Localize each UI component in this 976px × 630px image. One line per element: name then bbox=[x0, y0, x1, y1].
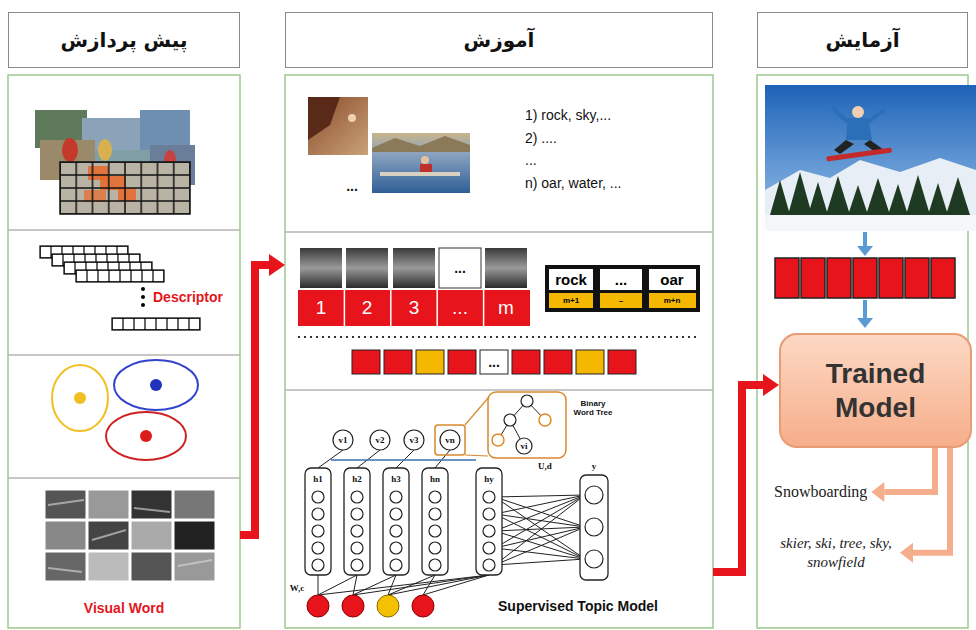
header-text: آزمایش bbox=[825, 28, 899, 52]
network-label: h1 bbox=[313, 474, 323, 484]
cell-text: ... bbox=[488, 354, 500, 370]
cell-text: ... bbox=[615, 271, 628, 288]
flow-arrow bbox=[871, 448, 935, 502]
header-text: پیش پردازش bbox=[60, 28, 187, 52]
training-images-panel: ... 1) rock, sky,... 2) ....... n) oar, wat… bbox=[285, 75, 713, 232]
network-label: Supervised Topic Model bbox=[498, 598, 658, 614]
cell-text: – bbox=[619, 296, 623, 305]
annotation-text: ... bbox=[346, 178, 358, 194]
visual-word-panel: Visual Word bbox=[8, 478, 240, 628]
connector-line bbox=[884, 448, 935, 492]
class-text: Snowboarding bbox=[774, 483, 867, 500]
annotation-text: 2) .... bbox=[525, 130, 557, 146]
column-header: آزمایش bbox=[757, 12, 968, 68]
arrow-head bbox=[269, 254, 285, 276]
connector-line bbox=[240, 265, 269, 535]
model-text: Trained Model bbox=[806, 357, 946, 424]
network-label: hy bbox=[484, 474, 494, 484]
connector-line bbox=[913, 448, 950, 553]
output-label: skier, ski, tree, sky, snowfield bbox=[772, 532, 900, 574]
network-label: Binary Word Tree bbox=[570, 399, 616, 417]
descriptor-panel: Descriptor bbox=[8, 230, 240, 355]
arrow-head bbox=[871, 482, 884, 502]
trained-model-box: Trained Model bbox=[779, 333, 972, 448]
cell-text: m+1 bbox=[563, 296, 579, 305]
flow-arrow bbox=[240, 254, 285, 535]
cell-text: 1 bbox=[316, 297, 327, 319]
network-label: v2 bbox=[376, 435, 385, 445]
tags-text: skier, ski, tree, sky, snowfield bbox=[780, 535, 892, 570]
network-label: hn bbox=[430, 474, 440, 484]
topic-model-panel: v1 v2 v3 vn Binary Word Tree vi h1 h2 h3 hn hy U,d y… bbox=[285, 390, 713, 628]
network-label: v1 bbox=[339, 435, 348, 445]
annotation-text: ... bbox=[525, 152, 537, 168]
output-label: Snowboarding bbox=[770, 481, 871, 503]
panel-label: Visual Word bbox=[84, 600, 164, 616]
network-label: W,c bbox=[290, 583, 304, 593]
column-header: پیش پردازش bbox=[8, 12, 240, 68]
column-header: آموزش bbox=[285, 12, 713, 68]
flow-arrow bbox=[900, 448, 950, 563]
annotation-text: n) oar, water, ... bbox=[525, 175, 622, 191]
cell-text: m bbox=[498, 297, 514, 319]
flow-arrow bbox=[713, 374, 779, 572]
arrow-head bbox=[900, 543, 913, 563]
panel-label: Descriptor bbox=[153, 289, 223, 305]
cell-text: ... bbox=[454, 260, 466, 276]
arrow-head bbox=[763, 374, 779, 396]
cell-text: ... bbox=[452, 297, 468, 319]
cell-text: oar bbox=[660, 271, 683, 288]
network-label: vn bbox=[445, 435, 455, 445]
cell-text: 3 bbox=[409, 297, 420, 319]
network-label: vi bbox=[520, 441, 527, 451]
network-label: h2 bbox=[352, 474, 362, 484]
connector-line bbox=[713, 385, 763, 572]
cell-text: 2 bbox=[362, 297, 373, 319]
cell-text: rock bbox=[555, 271, 587, 288]
network-label: v3 bbox=[410, 435, 419, 445]
network-label: y bbox=[592, 461, 597, 471]
annotation-text: 1) rock, sky,... bbox=[525, 107, 611, 123]
feature-index-panel: ... 1 2 3... m rock... oar m+1 – m+n... bbox=[285, 232, 713, 390]
network-label: h3 bbox=[391, 474, 401, 484]
cell-text: m+n bbox=[664, 296, 681, 305]
header-text: آموزش bbox=[464, 28, 535, 52]
network-label: U,d bbox=[538, 461, 552, 471]
